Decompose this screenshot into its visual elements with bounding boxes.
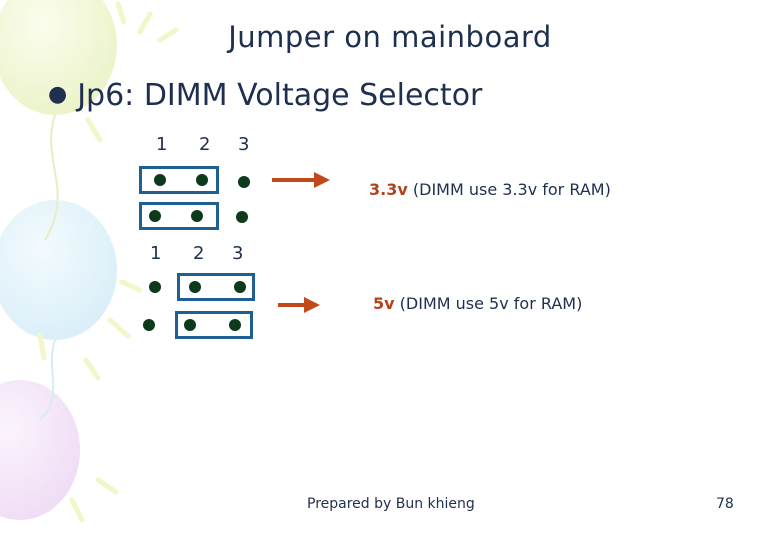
pin [154, 174, 166, 186]
slide-title: Jumper on mainboard [228, 20, 552, 54]
jumper-cap [139, 202, 219, 230]
pin [149, 281, 161, 293]
pin-number-2: 2 [193, 243, 205, 264]
pin [238, 176, 250, 188]
arrow-right-icon [272, 172, 330, 188]
description-text: (DIMM use 5v for RAM) [399, 294, 583, 313]
voltage-description: 5v (DIMM use 5v for RAM) [373, 294, 582, 313]
pin [189, 281, 201, 293]
description-text: (DIMM use 3.3v for RAM) [412, 180, 611, 199]
pin-number-3: 3 [238, 134, 250, 155]
pin [149, 210, 161, 222]
pin-number-3: 3 [232, 243, 244, 264]
arrow-right-icon [278, 297, 320, 313]
voltage-label: 5v [373, 294, 395, 313]
footer-text: Prepared by Bun khieng [307, 496, 475, 512]
jumper-cap [175, 311, 253, 339]
pin [143, 319, 155, 331]
pin-number-2: 2 [199, 134, 211, 155]
voltage-label: 3.3v [369, 180, 408, 199]
bullet-item: ● Jp6: DIMM Voltage Selector [48, 78, 482, 113]
page-number: 78 [716, 496, 734, 512]
voltage-description: 3.3v (DIMM use 3.3v for RAM) [369, 180, 611, 199]
pin [184, 319, 196, 331]
pin [191, 210, 203, 222]
pin-number-1: 1 [150, 243, 162, 264]
jumper-cap [177, 273, 255, 301]
pin [234, 281, 246, 293]
bullet-text: Jp6: DIMM Voltage Selector [77, 78, 483, 113]
jumper-cap [139, 166, 219, 194]
pin [196, 174, 208, 186]
pin-number-1: 1 [156, 134, 168, 155]
bullet-dot-icon: ● [48, 82, 68, 107]
pin [229, 319, 241, 331]
pin [236, 211, 248, 223]
